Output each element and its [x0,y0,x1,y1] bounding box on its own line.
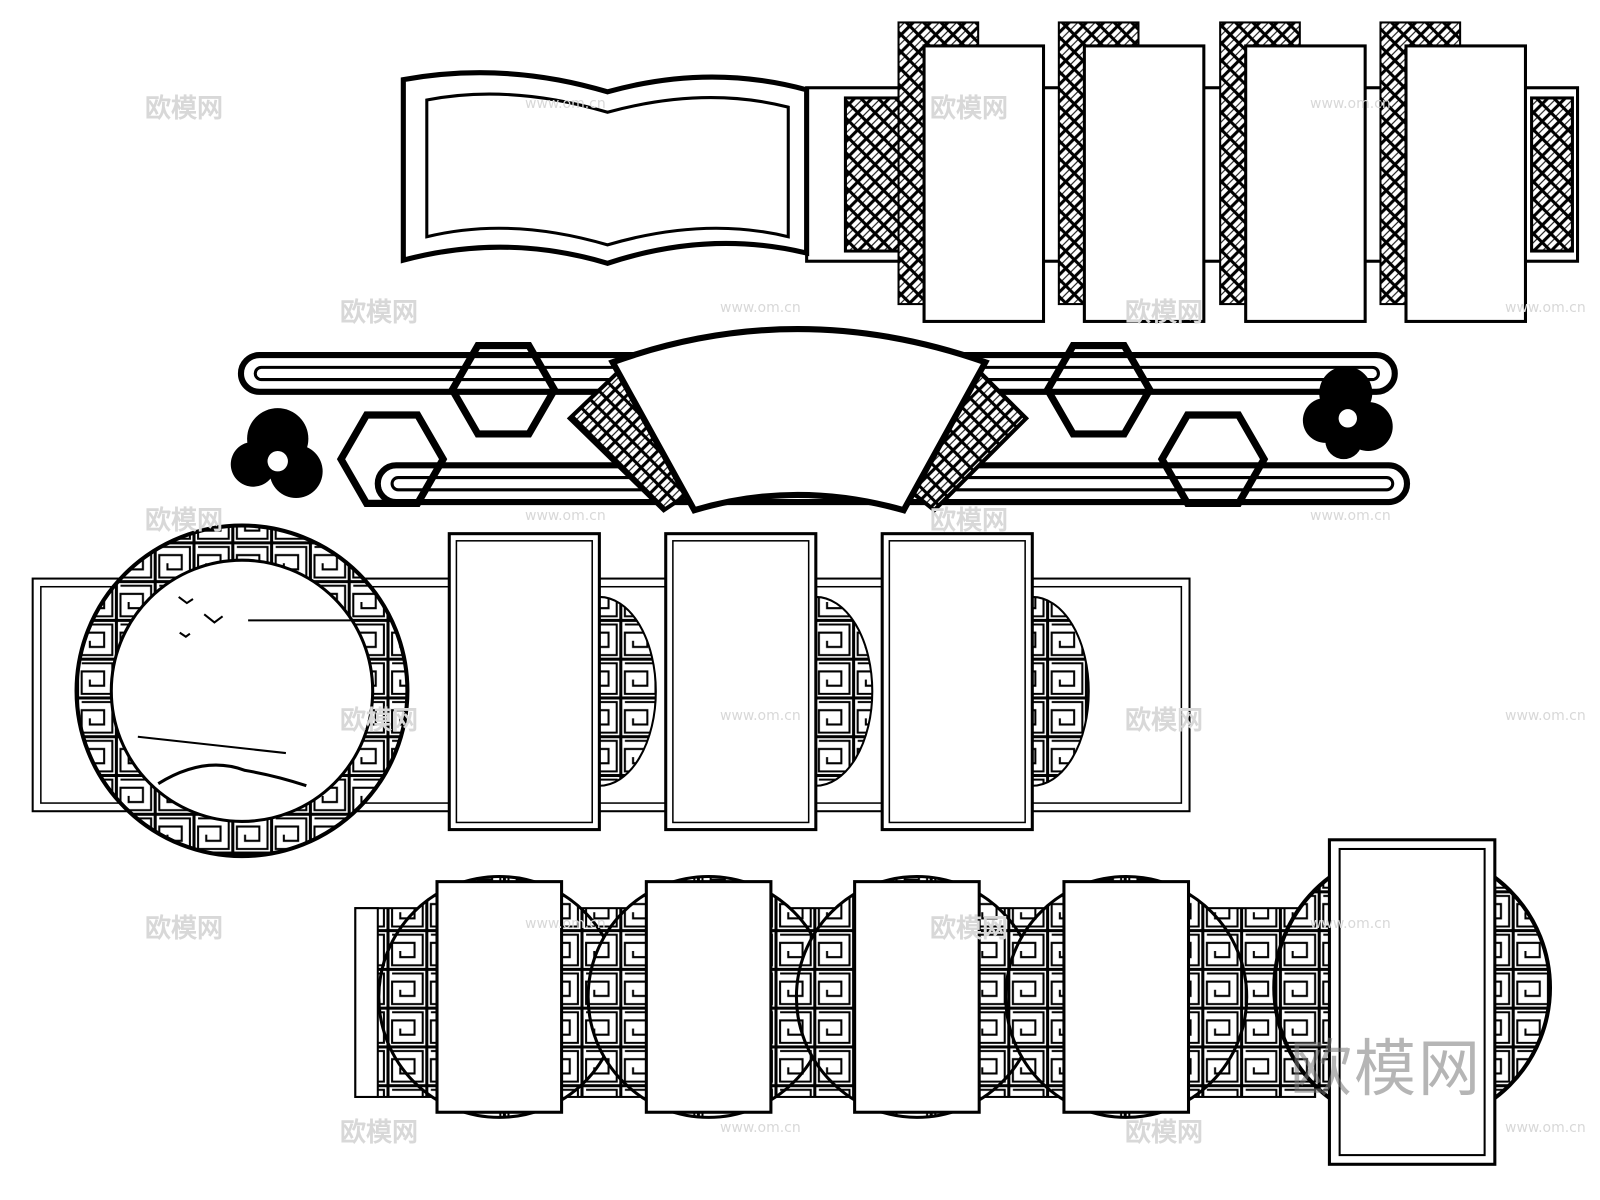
blank-board [1244,44,1367,323]
half-round-lattice [814,595,874,787]
lattice-panel [354,838,1553,1166]
round-window-inner [109,558,375,823]
hexagon-frame [1043,342,1154,438]
birds-icon [178,596,224,638]
blank-board [1062,880,1191,1114]
cloud-ornament-left [230,408,323,498]
hexagon-frame [1157,411,1269,507]
blank-board [435,880,564,1114]
fan-frame [608,326,990,514]
blank-board [644,880,773,1114]
watermark-logo: 欧模网 [1290,1032,1483,1105]
blank-board [880,532,1034,832]
blank-board [853,880,981,1114]
blank-board [1082,44,1206,323]
mountain-line [157,763,307,788]
hexagon-frame [336,411,448,507]
round-window-panel [31,523,1191,859]
half-round-lattice [598,595,657,787]
tall-board-inner [1338,847,1486,1157]
tall-board [1327,838,1497,1166]
horizon-line [137,735,287,755]
fan-frame-panel [230,326,1411,514]
cloud-ornament-right [1302,366,1393,460]
hatched-band-right [1530,96,1574,253]
scroll-frame-inner [425,92,790,247]
outer-frame-inner [40,585,1183,804]
lattice-band-end [354,907,379,1098]
board-inner-border [455,540,593,824]
hexagon-frame [448,342,559,438]
blank-board [447,532,601,832]
blank-board [922,44,1046,323]
scroll-frame [400,70,810,266]
board-inner-border [888,540,1026,824]
half-round-lattice [1031,595,1090,787]
scroll-frame-panel [400,21,1580,323]
blank-board [1404,44,1527,323]
board-inner-border [672,540,810,824]
blank-board [664,532,818,832]
